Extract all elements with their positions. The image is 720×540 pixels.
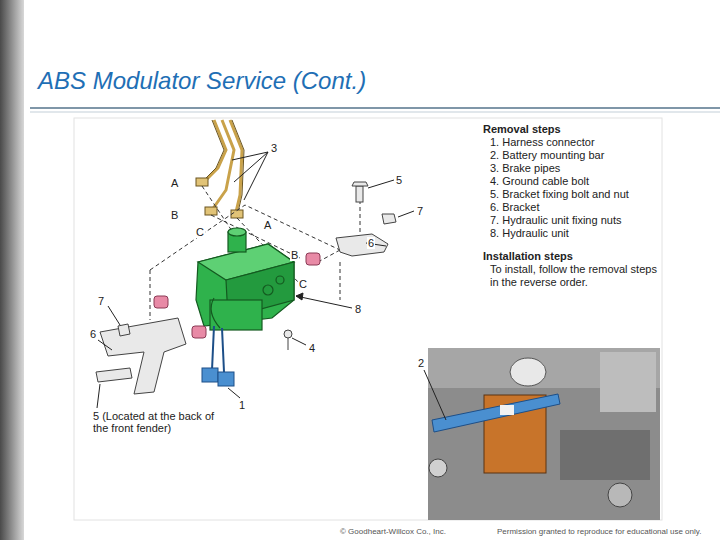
step-text: 7. Hydraulic unit fixing nuts [490,214,621,227]
callout-number: 8 [354,303,362,315]
callout-number: 3 [270,142,278,154]
step-text: To install, follow the removal steps in … [490,263,658,289]
callout-number: 1 [238,399,246,411]
callout-number: 7 [97,295,105,307]
callout-letter: A [263,219,272,231]
step-heading: Removal steps [483,123,561,136]
step-text: 6. Bracket [490,201,540,214]
slide-title: ABS Modulator Service (Cont.) [38,66,366,96]
callout-note: 5 (Located at the back of the front fend… [92,410,224,434]
step-text: 5. Bracket fixing bolt and nut [490,188,629,201]
callout-number: 2 [417,357,425,369]
callout-number: 4 [308,342,316,354]
step-text: 1. Harness connector [490,136,595,149]
step-text: 8. Hydraulic unit [490,227,569,240]
callout-number: 7 [416,205,424,217]
copyright-note: © Goodheart-Willcox Co., Inc. [340,527,446,537]
callout-number: 5 [395,174,403,186]
step-text: 4. Ground cable bolt [490,175,589,188]
callout-number: 6 [367,237,375,249]
callout-letter: B [290,249,299,261]
permission-note: Permission granted to reproduce for educ… [497,527,701,537]
callout-letter: C [195,226,205,238]
step-heading: Installation steps [483,250,573,263]
step-text: 3. Brake pipes [490,162,560,175]
callout-letter: C [298,278,308,290]
step-text: 2. Battery mounting bar [490,149,604,162]
callout-letter: A [170,177,179,189]
callout-letter: B [170,209,179,221]
callout-number: 6 [89,328,97,340]
